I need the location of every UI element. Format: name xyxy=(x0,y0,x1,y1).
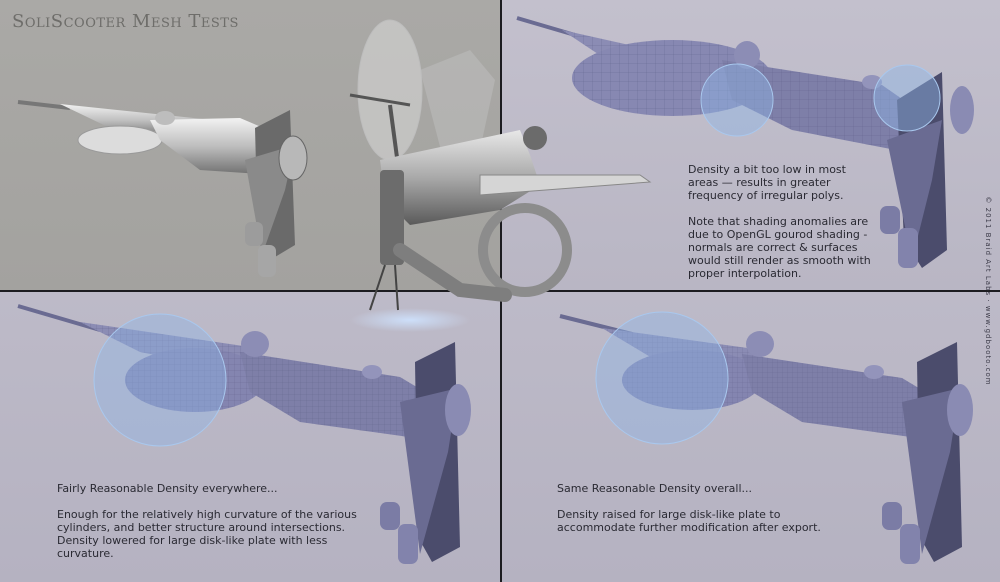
scooter-body xyxy=(380,130,540,225)
mesh-scooter-render xyxy=(17,304,471,564)
highlight-circle xyxy=(873,64,941,132)
mesh-scooter-model xyxy=(516,16,974,268)
page-title: SoliScooter Mesh Tests xyxy=(12,11,239,32)
copyright-credit: © 2011 Braid Art Labs · www.gdbooto.com xyxy=(984,196,992,386)
scooter-sensor xyxy=(523,126,547,150)
highlight-circle xyxy=(93,313,227,447)
mesh-panel-reasonable-density: Fairly Reasonable Density everywhere... … xyxy=(0,292,500,582)
ghost-disk xyxy=(357,19,423,161)
scooter-panel xyxy=(380,170,404,265)
panel-heading: Same Reasonable Density overall... xyxy=(557,482,753,495)
scooter-ring xyxy=(478,203,572,297)
mesh-panel-raised-density: Same Reasonable Density overall... Densi… xyxy=(502,292,1000,582)
highlight-circle xyxy=(595,311,729,445)
kickstand xyxy=(394,264,399,311)
panel-description: Density raised for large disk-like plate… xyxy=(557,508,821,534)
scooter-wing xyxy=(479,174,652,196)
grey-scooter-render xyxy=(17,100,308,277)
mesh-scooter-render xyxy=(516,16,974,268)
grey-scooter-model xyxy=(17,100,308,277)
mesh-scooter-render xyxy=(559,311,973,564)
annotation-note: Density a bit too low in most areas — re… xyxy=(688,163,846,202)
highlight-circle xyxy=(700,63,774,137)
scooter-tube xyxy=(393,243,512,302)
panel-heading: Fairly Reasonable Density everywhere... xyxy=(57,482,278,495)
panel-description: Enough for the relatively high curvature… xyxy=(57,508,357,560)
handlebar xyxy=(349,93,411,107)
center-scooter-render xyxy=(349,19,652,332)
grey-render-panel: SoliScooter Mesh Tests xyxy=(0,0,500,290)
mesh-scooter-model xyxy=(17,304,471,564)
annotation-note: Note that shading anomalies are due to O… xyxy=(688,215,871,280)
mesh-panel-low-density: Density a bit too low in most areas — re… xyxy=(502,0,1000,290)
floor-glow xyxy=(350,308,470,332)
kickstand xyxy=(369,264,386,311)
